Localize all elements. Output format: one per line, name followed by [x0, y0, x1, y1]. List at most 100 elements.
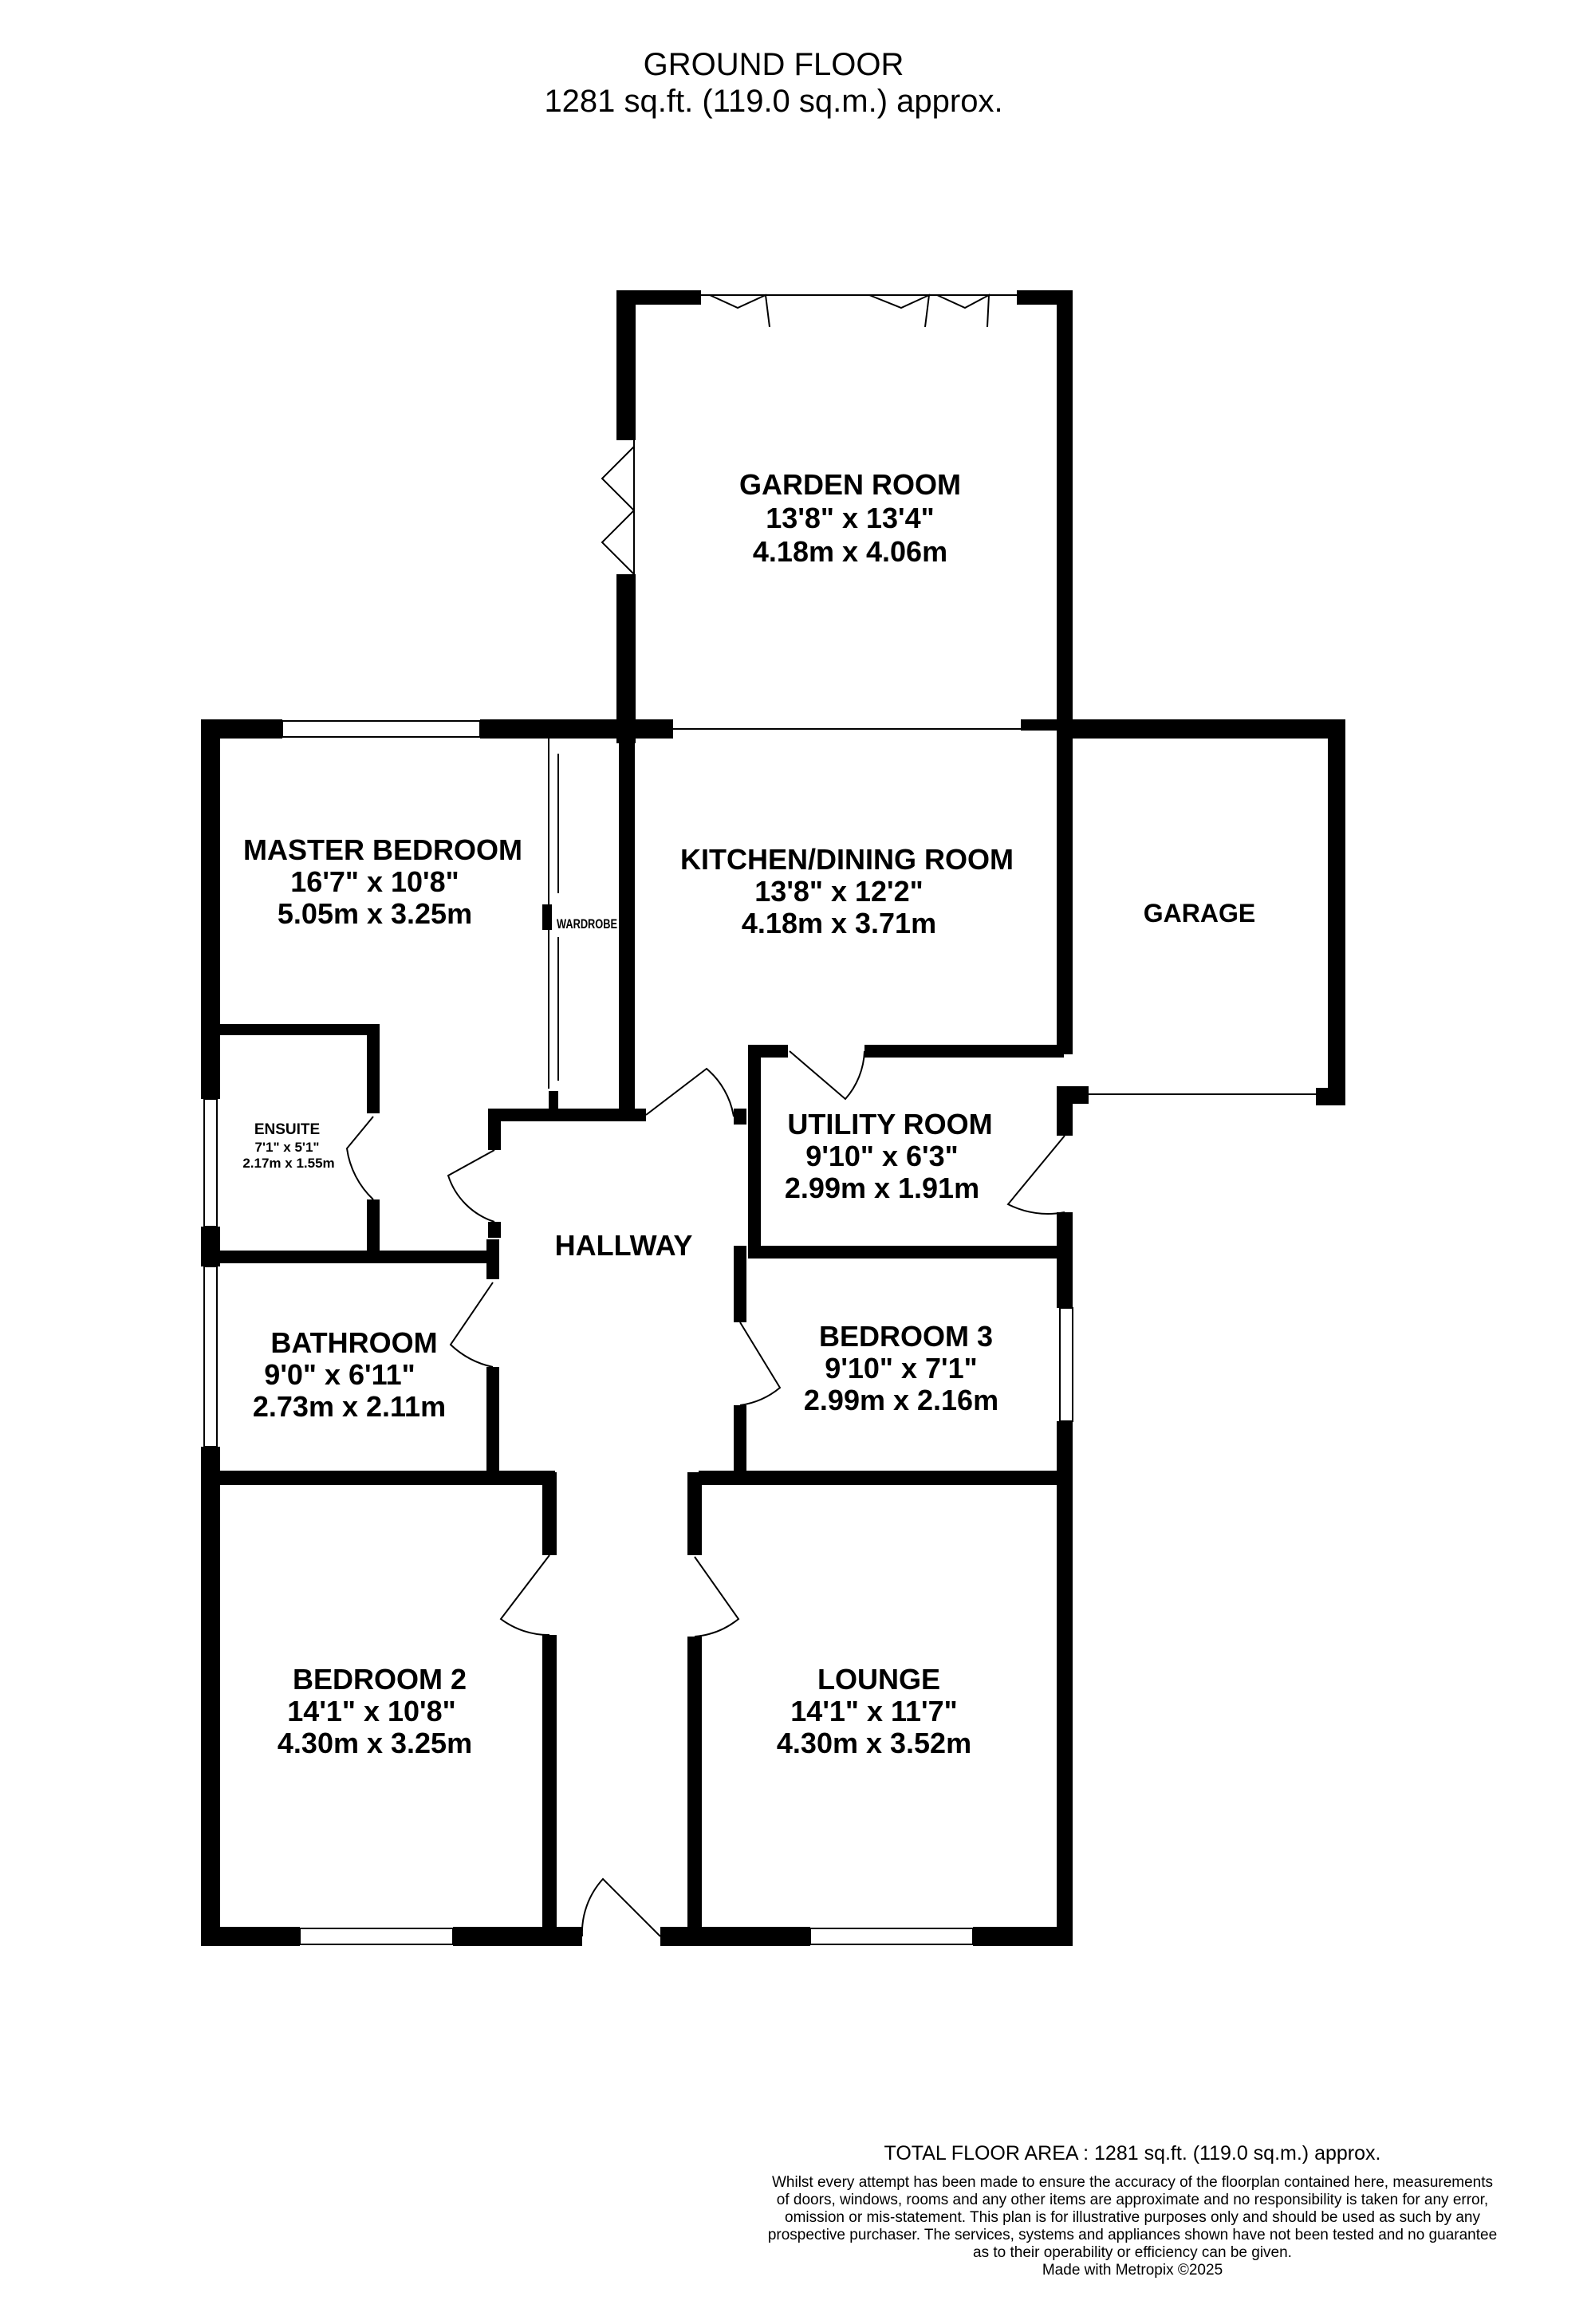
door-bed2	[499, 1554, 550, 1637]
wall-garden-left-lower	[616, 574, 636, 743]
wall-bathroom-right-upper	[486, 1239, 499, 1279]
bedroom-2-metric: 4.30m x 3.25m	[278, 1727, 472, 1759]
wall-bathroom-top	[201, 1251, 498, 1263]
wall-bed3-bottom	[699, 1471, 1072, 1485]
wall-lounge-left-upper	[687, 1472, 702, 1555]
disclaimer-line: omission or mis-statement. This plan is …	[785, 2209, 1480, 2226]
ensuite-imperial: 7'1" x 5'1"	[255, 1140, 320, 1155]
bifold-door-3	[936, 293, 990, 328]
windows	[203, 294, 1316, 1945]
wardrobe-name: WARDROBE	[557, 916, 617, 932]
door-lounge	[694, 1556, 740, 1637]
wall-lounge-left-lower	[687, 1637, 702, 1946]
bifold-door-2	[868, 293, 931, 328]
wall-bed3-left-upper	[734, 1246, 746, 1322]
wall-garage-bottom-right-stub	[1316, 1088, 1345, 1105]
wall-bottom-hall-left	[542, 1927, 582, 1946]
wall-wardrobe-left-stub-top	[549, 719, 558, 734]
garden-room-metric: 4.18m x 4.06m	[753, 535, 947, 568]
wall-left-outer-upper	[201, 719, 220, 1099]
utility-room-imperial: 9'10" x 6'3"	[805, 1140, 958, 1172]
wall-bathroom-right-lower	[486, 1367, 499, 1479]
wall-garage-top	[1057, 719, 1345, 739]
window-bed3-right	[1059, 1307, 1073, 1422]
total-floor-area: TOTAL FLOOR AREA : 1281 sq.ft. (119.0 sq…	[884, 2142, 1381, 2164]
garden-room-name: GARDEN ROOM	[739, 468, 961, 501]
wall-wardrobe-mid-stub	[542, 904, 552, 930]
disclaimer-line: prospective purchaser. The services, sys…	[767, 2227, 1498, 2243]
bathroom-imperial: 9'0" x 6'11"	[264, 1358, 415, 1391]
hallway-name: HALLWAY	[555, 1229, 693, 1262]
lounge-name: LOUNGE	[817, 1663, 940, 1696]
kitchen-name: KITCHEN/DINING ROOM	[680, 843, 1014, 876]
door-front	[581, 1877, 661, 1937]
wall-hall-top	[488, 1109, 646, 1121]
lounge-metric: 4.30m x 3.52m	[777, 1727, 971, 1759]
wall-bottom-lounge-right	[973, 1927, 1073, 1946]
wall-utility-right	[1057, 1086, 1073, 1136]
wall-wardrobe-left-stub-bottom	[549, 1091, 558, 1121]
utility-room-metric: 2.99m x 1.91m	[785, 1172, 979, 1204]
wall-ensuite-right-lower	[367, 1199, 380, 1259]
wall-bed3-right-lower	[1057, 1421, 1073, 1485]
bifold-door-garden-left	[601, 446, 636, 575]
wall-utility-top-right	[864, 1045, 1064, 1058]
bedroom-2-name: BEDROOM 2	[293, 1663, 467, 1696]
wall-bottom-bed2-left	[201, 1927, 300, 1946]
floor-area-subtitle: 1281 sq.ft. (119.0 sq.m.) approx.	[544, 84, 1003, 119]
bedroom-3-metric: 2.99m x 2.16m	[804, 1384, 998, 1416]
door-master	[447, 1149, 495, 1223]
window-bathroom-left	[203, 1266, 218, 1448]
wall-garden-left-upper	[616, 290, 636, 440]
wall-utility-left	[748, 1045, 761, 1259]
wall-garden-right	[1057, 290, 1073, 743]
wall-bed3-right-upper	[1057, 1212, 1073, 1308]
wall-kitchen-top-stub	[1021, 719, 1061, 731]
wall-wardrobe-right	[619, 719, 635, 1120]
window-bed2-bottom	[299, 1928, 454, 1945]
bifold-door-1	[709, 293, 770, 328]
walls	[201, 290, 1345, 1946]
wall-bed2-right-lower	[542, 1635, 557, 1946]
disclaimer-line: Whilst every attempt has been made to en…	[771, 2174, 1494, 2191]
disclaimer-line: as to their operability or efficiency ca…	[973, 2244, 1292, 2261]
wall-bottom-bed2-right	[453, 1927, 557, 1946]
window-ensuite-left	[203, 1098, 218, 1227]
door-kitchen	[645, 1067, 734, 1117]
ensuite-name: ENSUITE	[254, 1121, 320, 1138]
wall-bottom-lounge-left	[687, 1927, 810, 1946]
wall-ensuite-top	[201, 1024, 380, 1035]
master-bedroom-metric: 5.05m x 3.25m	[278, 897, 472, 930]
bedroom-3-imperial: 9'10" x 7'1"	[825, 1352, 977, 1385]
window-lounge-bottom	[809, 1928, 974, 1945]
floor-title: GROUND FLOOR	[643, 47, 904, 82]
kitchen-imperial: 13'8" x 12'2"	[754, 875, 923, 908]
garden-room-imperial: 13'8" x 13'4"	[766, 502, 934, 534]
utility-room-name: UTILITY ROOM	[787, 1108, 992, 1140]
ensuite-metric: 2.17m x 1.55m	[242, 1156, 334, 1171]
garage-name: GARAGE	[1144, 899, 1255, 928]
door-utility-outer	[1006, 1135, 1065, 1215]
door-bathroom	[449, 1282, 494, 1368]
door-bed3	[739, 1322, 782, 1406]
door-utility	[789, 1050, 865, 1101]
wall-lounge-right	[1057, 1472, 1073, 1946]
wall-garage-right	[1328, 719, 1345, 1105]
wall-bed2-top	[201, 1472, 555, 1485]
wall-ensuite-right-upper	[367, 1024, 380, 1113]
made-with-credit: Made with Metropix ©2025	[1042, 2262, 1223, 2279]
kitchen-metric: 4.18m x 3.71m	[742, 907, 936, 939]
disclaimer: Whilst every attempt has been made to en…	[734, 2174, 1531, 2279]
bedroom-2-imperial: 14'1" x 10'8"	[287, 1695, 455, 1727]
master-bedroom-name: MASTER BEDROOM	[243, 833, 522, 866]
lounge-imperial: 14'1" x 11'7"	[790, 1695, 957, 1727]
master-bedroom-imperial: 16'7" x 10'8"	[290, 865, 459, 898]
wall-hall-left-mid	[488, 1222, 501, 1238]
wall-bed3-left-lower	[734, 1405, 746, 1482]
bathroom-metric: 2.73m x 2.11m	[253, 1390, 446, 1423]
wall-left-outer-lower	[201, 1447, 220, 1946]
wall-kitchen-right	[1057, 727, 1073, 1054]
bathroom-name: BATHROOM	[270, 1326, 437, 1359]
wall-utility-bottom	[748, 1246, 1072, 1259]
